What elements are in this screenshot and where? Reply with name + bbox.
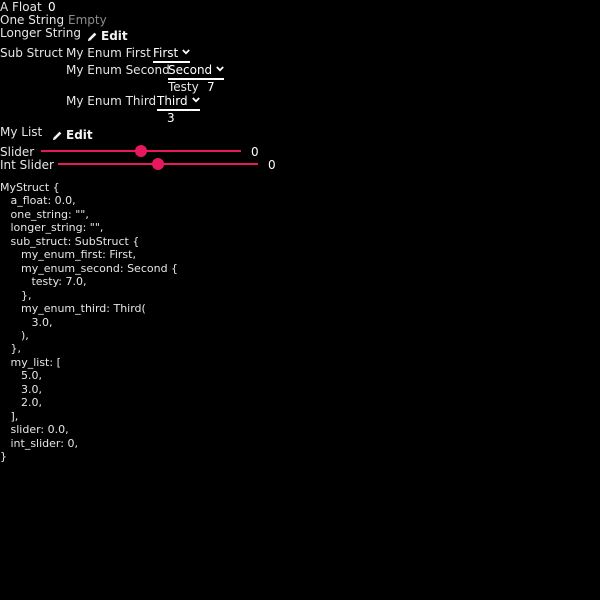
testy-label: Testy	[168, 80, 199, 94]
int-slider-thumb[interactable]	[152, 158, 164, 170]
int-slider-label: Int Slider	[0, 158, 54, 172]
my-list-edit-button[interactable]: Edit	[52, 128, 93, 142]
slider-value: 0	[251, 145, 259, 159]
a-float-label: A Float	[0, 0, 42, 14]
chevron-down-icon	[191, 97, 200, 103]
one-string-label: One String	[0, 13, 65, 27]
enum-third-value[interactable]: 3	[167, 111, 175, 125]
enum-first-selected: First	[153, 46, 179, 60]
chevron-down-icon	[216, 66, 224, 72]
longer-string-label: Longer String	[0, 26, 81, 40]
one-string-input[interactable]: Empty	[68, 13, 107, 27]
a-float-value[interactable]: 0	[48, 0, 56, 14]
pencil-icon	[52, 131, 62, 140]
enum-first-label: My Enum First	[66, 46, 151, 60]
longer-string-edit-label: Edit	[101, 29, 128, 43]
sub-struct-label: Sub Struct	[0, 46, 63, 60]
debug-output: MyStruct { a_float: 0.0, one_string: "",…	[0, 181, 179, 464]
pencil-icon	[87, 32, 97, 41]
int-slider-value: 0	[268, 158, 276, 172]
enum-second-selected: Second	[168, 63, 213, 77]
enum-second-label: My Enum Second	[66, 63, 170, 77]
slider-label: Slider	[0, 145, 35, 159]
slider-thumb[interactable]	[135, 145, 147, 157]
enum-third-selected: Third	[157, 94, 188, 108]
enum-second-select[interactable]: Second	[168, 63, 225, 80]
my-list-label: My List	[0, 125, 43, 139]
my-list-edit-label: Edit	[66, 128, 93, 142]
enum-third-label: My Enum Third	[66, 94, 157, 108]
longer-string-edit-button[interactable]: Edit	[87, 29, 128, 43]
testy-value[interactable]: 7	[207, 80, 215, 94]
chevron-down-icon	[182, 49, 191, 55]
enum-third-select[interactable]: Third	[157, 94, 200, 111]
enum-first-select[interactable]: First	[153, 46, 191, 63]
